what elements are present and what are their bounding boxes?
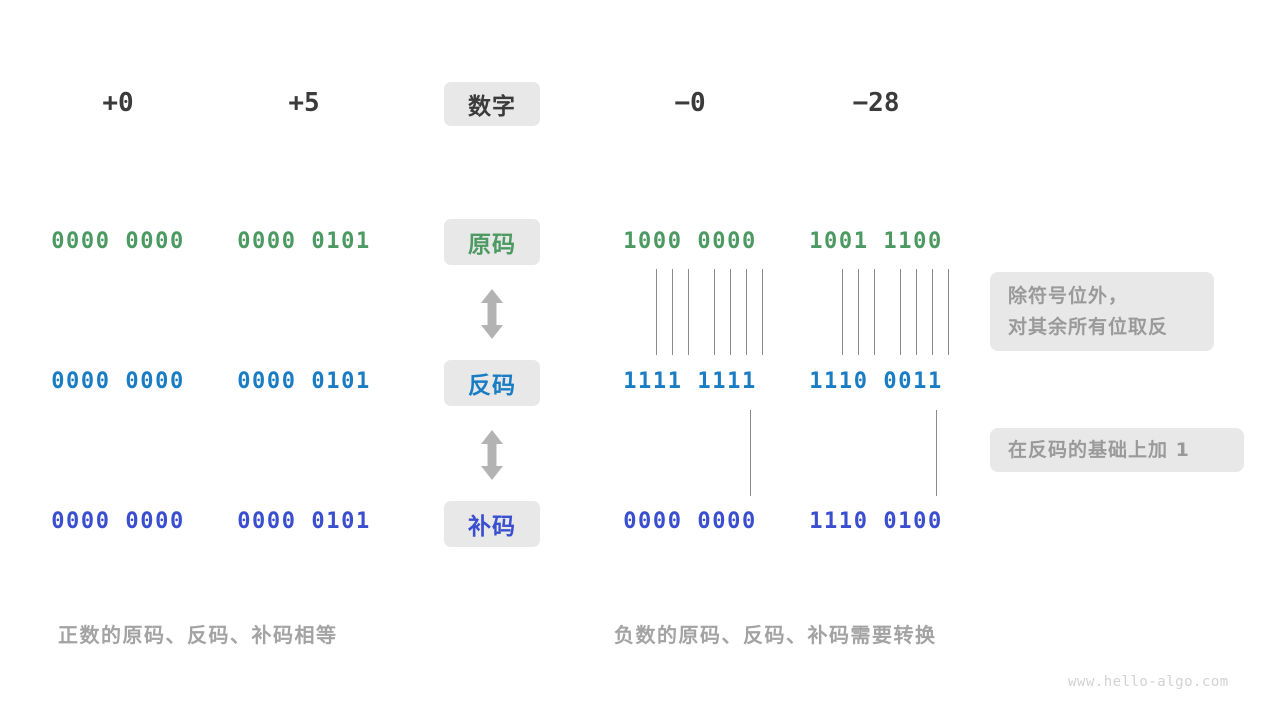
connector-line <box>936 410 937 496</box>
row-sign-magnitude-value-plus-zero: 0000 0000 <box>51 229 185 254</box>
connector-line <box>900 269 901 355</box>
row-twos-complement-value-plus-zero: 0000 0000 <box>51 509 185 534</box>
row-label-ones-complement: 反码 <box>444 360 540 406</box>
connector-line <box>932 269 933 355</box>
header-number-minus-twentyeight: −28 <box>852 88 900 118</box>
note-invert-bits: 除符号位外， 对其余所有位取反 <box>990 272 1214 351</box>
row-twos-complement-value-minus-twentyeight: 1110 0100 <box>809 509 943 534</box>
row-sign-magnitude-value-plus-five: 0000 0101 <box>237 229 371 254</box>
row-ones-complement-value-minus-twentyeight: 1110 0011 <box>809 369 943 394</box>
caption-positive: 正数的原码、反码、补码相等 <box>58 623 338 647</box>
row-twos-complement-value-plus-five: 0000 0101 <box>237 509 371 534</box>
connector-line <box>688 269 689 355</box>
connector-line <box>948 269 949 355</box>
row-sign-magnitude-value-minus-twentyeight: 1001 1100 <box>809 229 943 254</box>
note-invert-bits-line-1: 除符号位外， <box>1008 284 1129 307</box>
watermark-url: www.hello-algo.com <box>1068 674 1229 690</box>
note-add-one: 在反码的基础上加 1 <box>990 428 1244 472</box>
connector-line <box>750 410 751 496</box>
row-ones-complement-value-plus-five: 0000 0101 <box>237 369 371 394</box>
connector-line <box>874 269 875 355</box>
row-ones-complement-value-plus-zero: 0000 0000 <box>51 369 185 394</box>
connector-line <box>762 269 763 355</box>
row-sign-magnitude-value-minus-zero: 1000 0000 <box>623 229 757 254</box>
double-arrow-icon-bottom <box>476 429 508 485</box>
connector-line <box>858 269 859 355</box>
connector-line <box>730 269 731 355</box>
connector-line <box>656 269 657 355</box>
header-number-plus-zero: +0 <box>102 88 134 118</box>
note-invert-bits-line-2: 对其余所有位取反 <box>1008 315 1169 338</box>
header-number-minus-zero: −0 <box>674 88 706 118</box>
connector-line <box>842 269 843 355</box>
note-add-one-line-1: 在反码的基础上加 1 <box>1008 438 1190 461</box>
row-label-twos-complement: 补码 <box>444 501 540 547</box>
connector-line <box>916 269 917 355</box>
connector-line <box>672 269 673 355</box>
row-label-sign-magnitude: 原码 <box>444 219 540 265</box>
connector-line <box>714 269 715 355</box>
row-twos-complement-value-minus-zero: 0000 0000 <box>623 509 757 534</box>
header-number-plus-five: +5 <box>288 88 320 118</box>
header-chip-number: 数字 <box>444 82 540 126</box>
row-ones-complement-value-minus-zero: 1111 1111 <box>623 369 757 394</box>
caption-negative: 负数的原码、反码、补码需要转换 <box>614 623 937 647</box>
double-arrow-icon-top <box>476 288 508 344</box>
connector-line <box>746 269 747 355</box>
